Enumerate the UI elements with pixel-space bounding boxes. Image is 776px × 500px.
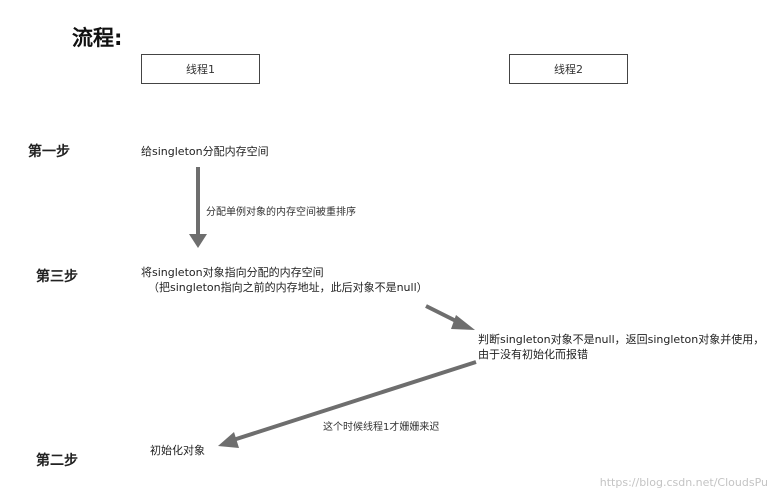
step-two-label: 第二步: [36, 453, 78, 469]
thread2-box: 线程2: [509, 54, 628, 84]
thread1-label: 线程1: [186, 63, 215, 76]
thread2-label: 线程2: [554, 63, 583, 76]
watermark-text: https://blog.csdn.net/CloudsPu: [599, 476, 768, 489]
arrow-to-thread2-icon: [425, 304, 475, 330]
thread1-box: 线程1: [141, 54, 260, 84]
allocate-memory-text: 给singleton分配内存空间: [141, 145, 269, 158]
step-one-label: 第一步: [28, 144, 70, 160]
arrow-down-icon: [189, 167, 207, 248]
arrow-back-to-init-icon: [218, 360, 477, 448]
judge-null-text: 判断singleton对象不是null，返回singleton对象并使用，: [478, 333, 765, 346]
diagram-title: 流程:: [72, 26, 123, 50]
thread1-late-note: 这个时候线程1才姗姗来迟: [323, 422, 440, 433]
reorder-note: 分配单例对象的内存空间被重排序: [206, 207, 356, 218]
judge-error-text: 由于没有初始化而报错: [478, 348, 588, 361]
point-reference-detail-text: （把singleton指向之前的内存地址，此后对象不是null）: [148, 281, 428, 294]
step-three-label: 第三步: [36, 269, 78, 285]
initialize-object-text: 初始化对象: [150, 444, 205, 457]
point-reference-text: 将singleton对象指向分配的内存空间: [141, 266, 324, 279]
